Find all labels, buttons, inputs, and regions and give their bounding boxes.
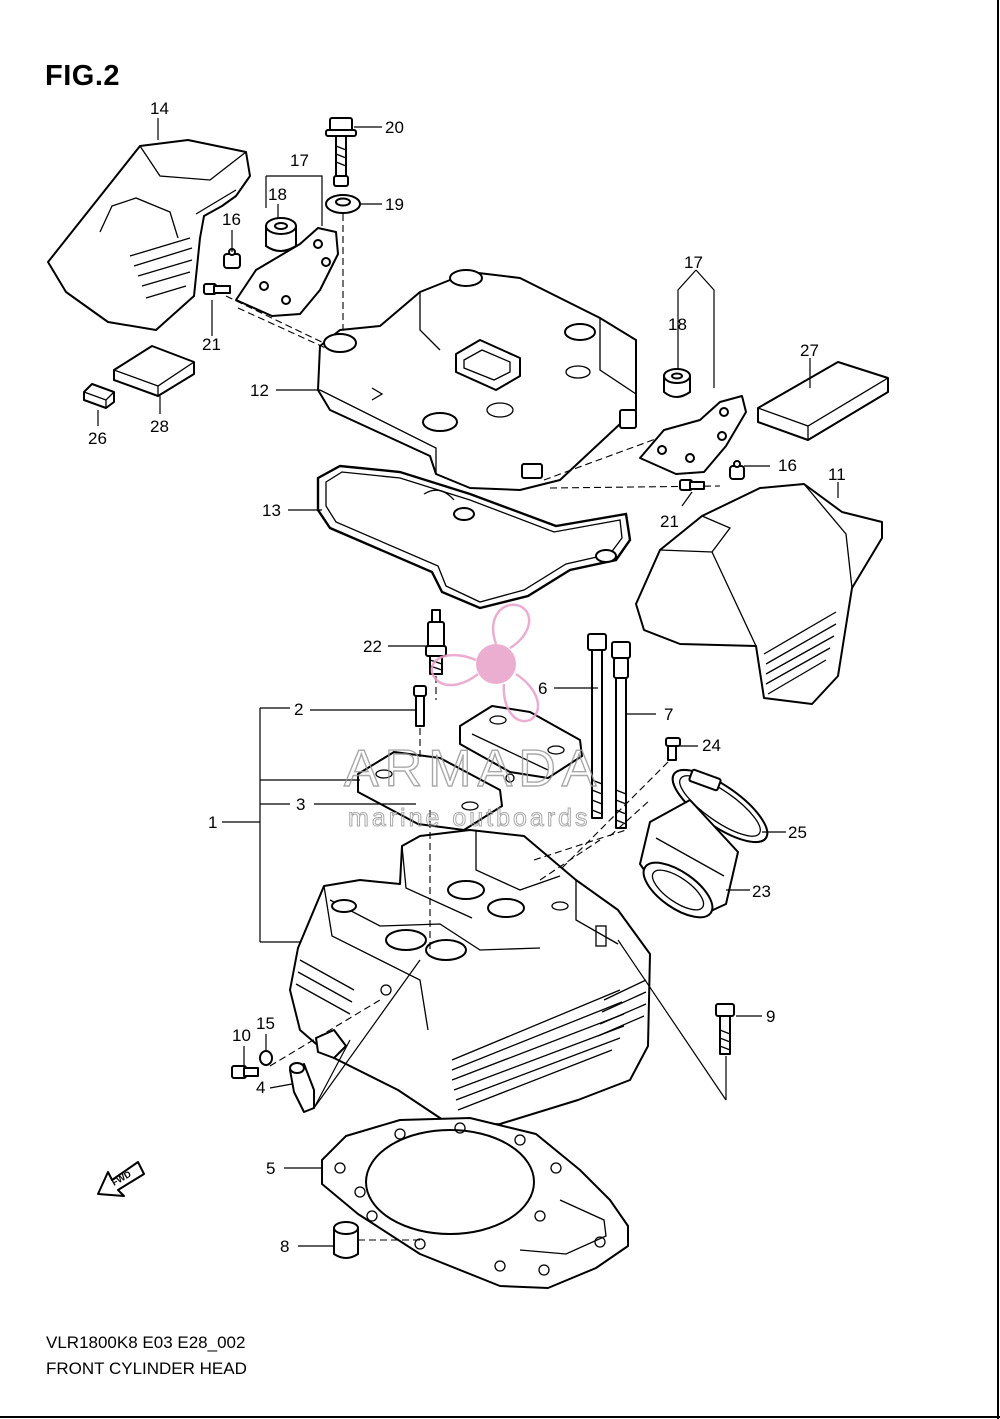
- part-24-screw: [665, 737, 681, 761]
- assembly-line-21-left: [225, 295, 331, 347]
- callout-20: 20: [385, 118, 404, 137]
- callout-21-left: 21: [202, 335, 221, 354]
- armada-watermark: ARMADA marine outboards: [343, 603, 602, 833]
- part-20-bolt: [325, 117, 357, 187]
- part-21-bolt-left: [203, 283, 231, 295]
- part-25-clamp: [671, 768, 769, 844]
- part-1-cylinder-head: [289, 829, 651, 1127]
- callout-18-top: 18: [268, 185, 287, 204]
- callout-17-top: 17: [290, 151, 309, 170]
- part-27-pad: [757, 361, 889, 441]
- callout-1: 1: [208, 813, 217, 832]
- part-28-pad: [113, 345, 195, 397]
- part-19-washer: [325, 194, 361, 214]
- callout-8: 8: [280, 1237, 289, 1256]
- callout-26: 26: [88, 429, 107, 448]
- part-15-left-cover: [47, 139, 251, 331]
- watermark-brand: ARMADA: [344, 740, 602, 798]
- callout-21-right: 21: [660, 512, 679, 531]
- frame-right-border: [997, 0, 999, 1419]
- callout-11: 15: [256, 1014, 275, 1033]
- callout-14: 11: [828, 465, 846, 484]
- assembly-line-7: [533, 829, 627, 861]
- callout-12: 12: [250, 381, 269, 400]
- callout-15: 14: [150, 99, 169, 118]
- callout-17-right: 17: [684, 253, 703, 272]
- armada-propeller-logo-icon: [430, 603, 540, 723]
- assembly-line-24: [559, 761, 669, 871]
- callout-13: 13: [262, 501, 281, 520]
- fwd-arrow-icon: FWD: [97, 1161, 145, 1197]
- part-10-bolt: [231, 1065, 259, 1079]
- part-4-union: [289, 1062, 315, 1113]
- callout-18-right: 18: [668, 315, 687, 334]
- assembly-line-23: [609, 799, 651, 837]
- part-5-head-gasket: [321, 1117, 629, 1289]
- assembly-line-6: [539, 839, 601, 881]
- callout-19: 19: [385, 195, 404, 214]
- callout-28: 28: [150, 417, 169, 436]
- callout-9: 9: [766, 1007, 775, 1026]
- assembly-line-right-bracket: [543, 429, 681, 481]
- part-1-cam-holder-lower: [357, 751, 515, 831]
- part-26-pad-small: [83, 383, 115, 409]
- callout-4: 4: [256, 1078, 265, 1097]
- part-18-grommet-right: [663, 368, 691, 398]
- part-9-bolt: [715, 1003, 735, 1055]
- assembly-line-17-left: [237, 307, 331, 351]
- callout-7: 7: [664, 705, 673, 724]
- callout-10: 10: [232, 1026, 251, 1045]
- part-2-bolt: [413, 685, 427, 727]
- part-12-head-cover: [317, 269, 637, 491]
- part-23-intake-pipe: [639, 799, 739, 919]
- part-7-stud-bolt: [611, 641, 631, 829]
- part-17-bracket-right: [639, 395, 747, 475]
- leader-lines: [97, 118, 839, 1247]
- callout-24: 24: [702, 736, 721, 755]
- callout-2: 2: [294, 700, 303, 719]
- part-1-cam-holder-upper: [459, 705, 583, 779]
- part-18-grommet-top: [265, 217, 297, 252]
- part-13-cover-gasket: [316, 464, 632, 610]
- part-21-bolt-right: [679, 479, 705, 491]
- callout-labels: 14 20 19 17 18 16 21 12 26 28 13 17 18 2…: [88, 99, 846, 1256]
- part-14-right-cover: [635, 483, 883, 705]
- frame-bottom-border: [0, 1416, 1000, 1418]
- callout-16-left: 16: [222, 210, 241, 229]
- callout-27: 27: [800, 341, 819, 360]
- figure-model-code: VLR1800K8 E03 E28_002: [46, 1333, 246, 1352]
- figure-title: FIG.2: [45, 60, 121, 92]
- figure-name: FRONT CYLINDER HEAD: [46, 1359, 247, 1378]
- part-8-dowel-pin: [333, 1221, 359, 1259]
- part-11-washer: [259, 1050, 273, 1066]
- callout-3: 3: [296, 795, 305, 814]
- part-6-stud-bolt: [587, 633, 607, 819]
- part-17-bracket-top: [235, 227, 339, 317]
- assembly-line-21-right: [549, 485, 721, 489]
- callout-23: 23: [752, 882, 771, 901]
- callout-5: 5: [266, 1159, 275, 1178]
- part-22-spark-plug: [425, 609, 447, 675]
- callout-22: 22: [363, 637, 382, 656]
- watermark-tagline: marine outboards: [348, 804, 591, 832]
- part-16-nut-right: [729, 460, 745, 480]
- callout-6: 6: [538, 679, 547, 698]
- callout-16-right: 16: [778, 456, 797, 475]
- callout-25: 25: [788, 823, 807, 842]
